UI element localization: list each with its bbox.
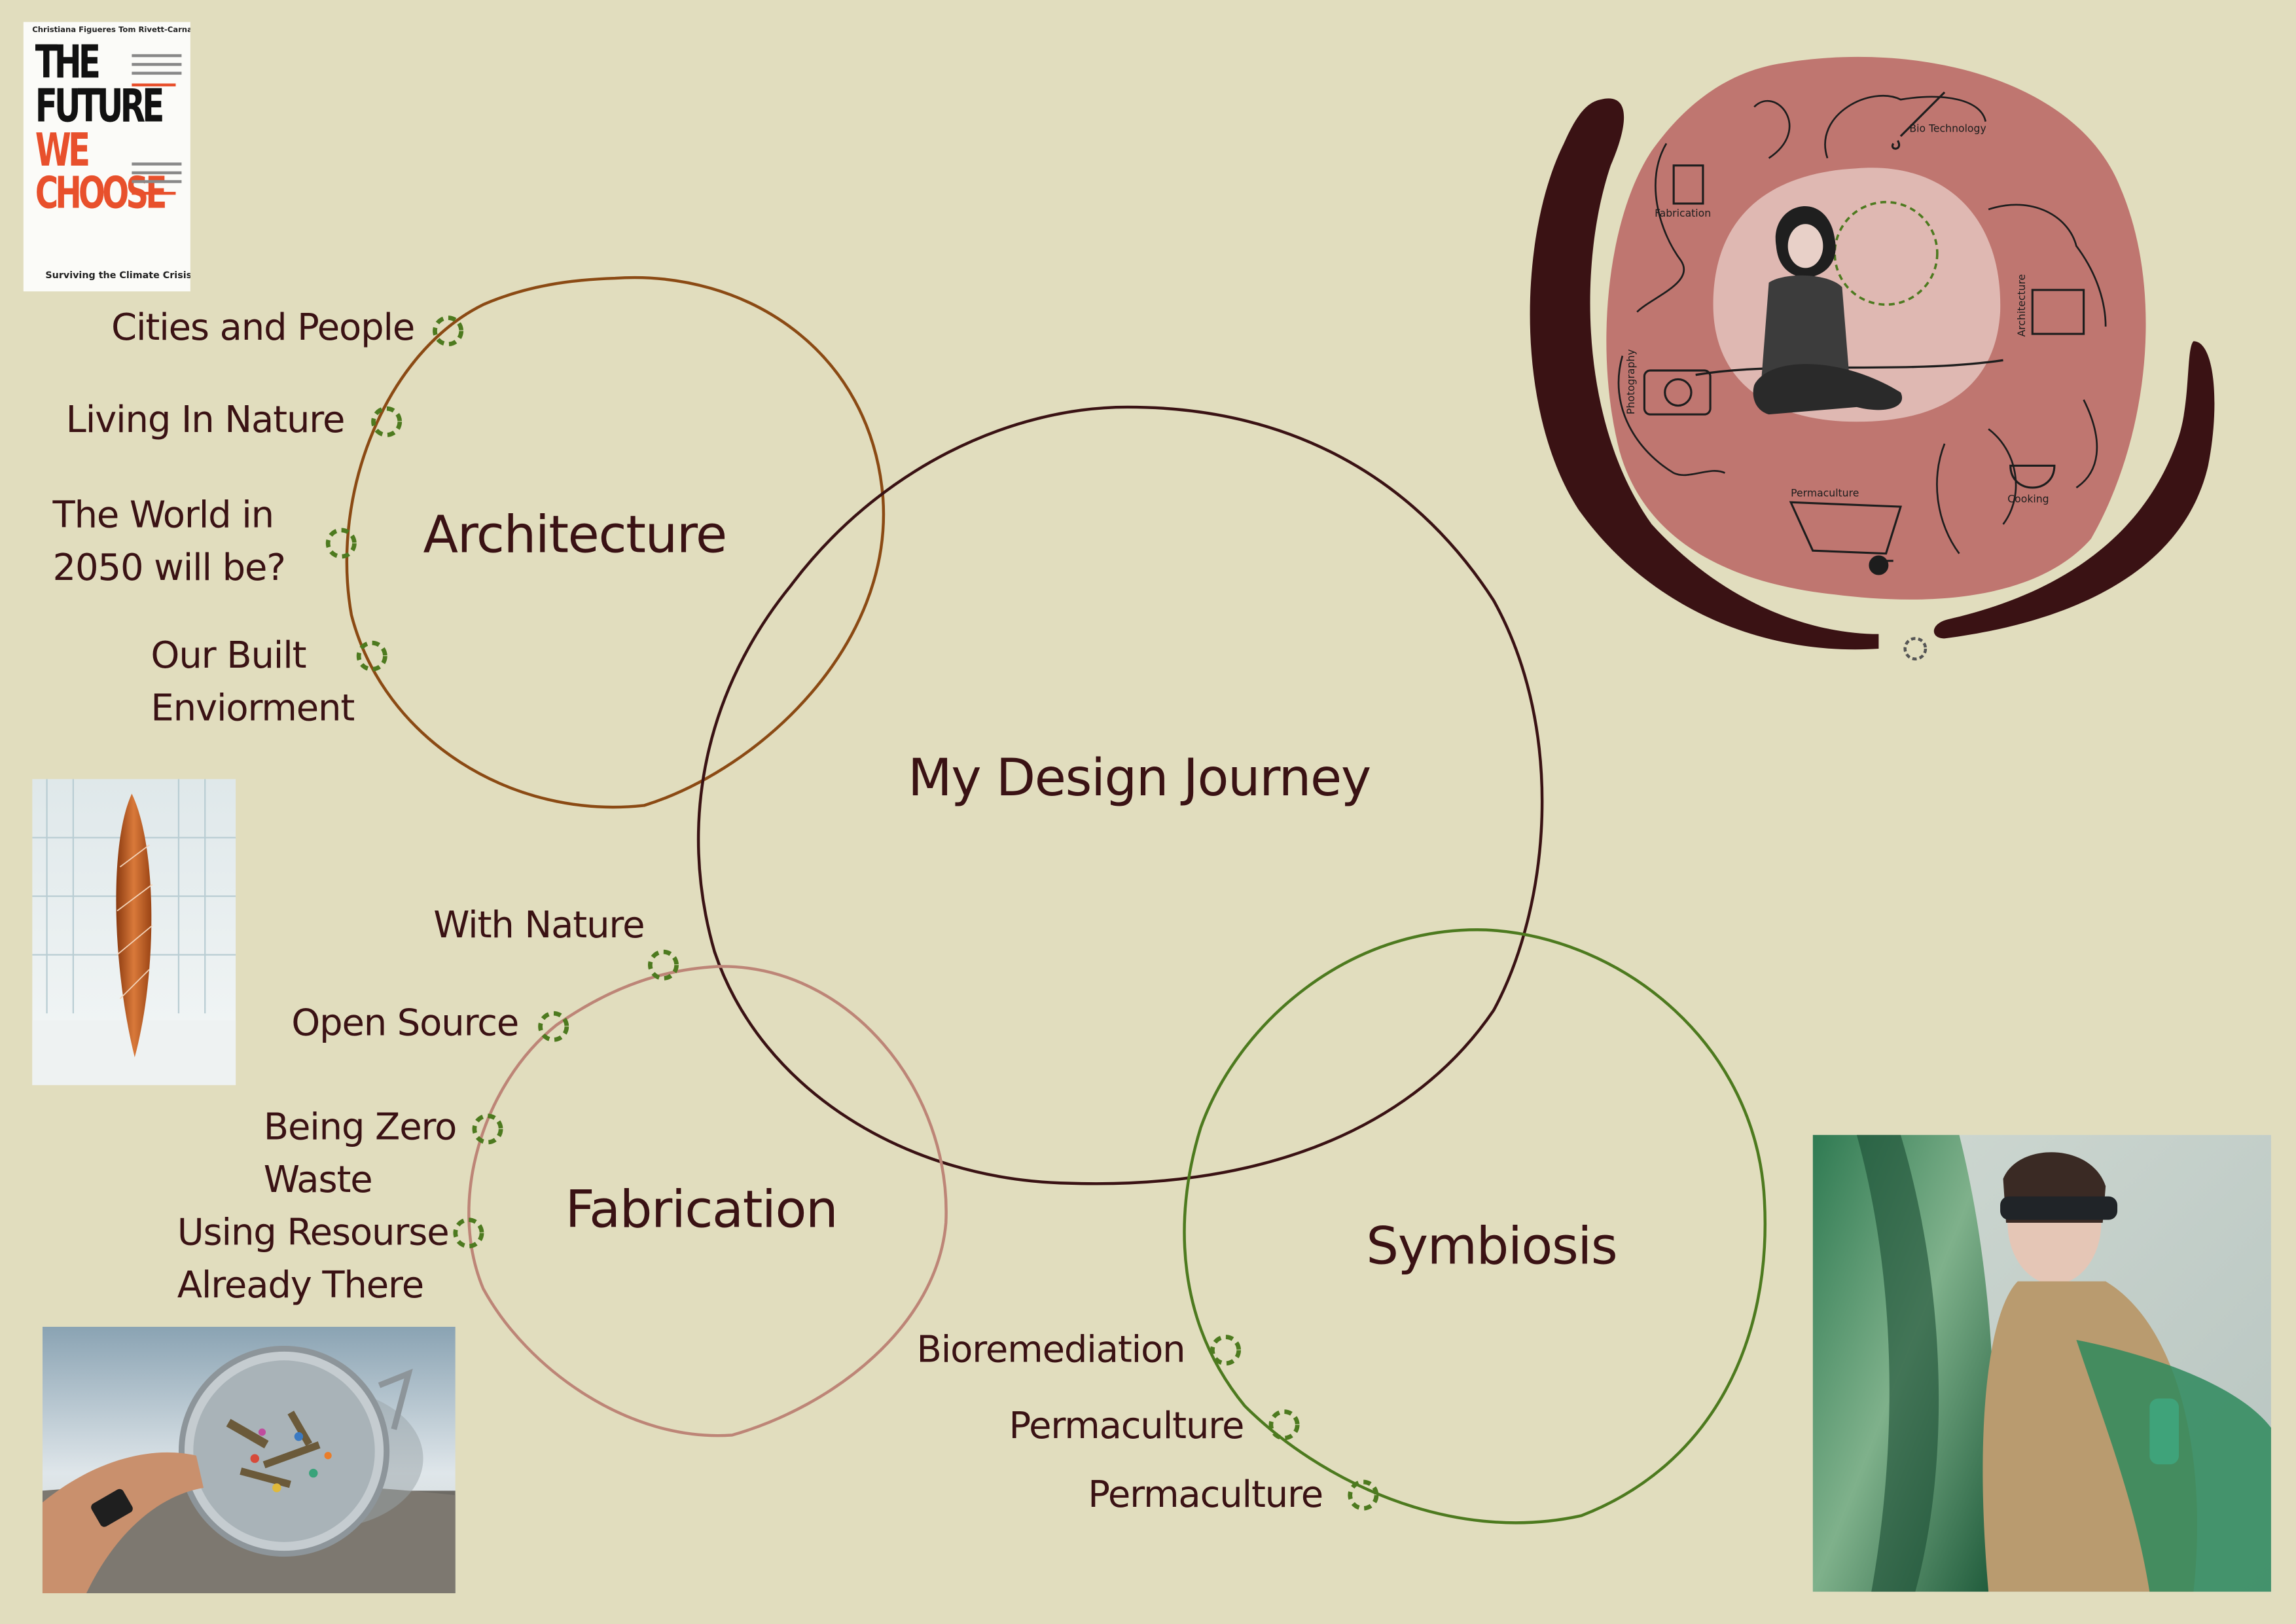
connector-node: [356, 640, 387, 672]
illus-label: Architecture: [2015, 274, 2028, 337]
connector-node: [1268, 1409, 1300, 1441]
connector-node: [538, 1011, 569, 1042]
book-cover-image: Christiana Figueres Tom Rivett-Carnac TH…: [23, 22, 190, 292]
illus-label: Bio Technology: [1909, 122, 1986, 134]
architecture-item-label: Living In Nature: [65, 398, 346, 441]
cooking-icon: [2009, 464, 2056, 489]
architecture-icon: [2031, 289, 2085, 335]
symbiosis-item-label: Permaculture: [1088, 1473, 1323, 1516]
fabrication-title: Fabrication: [565, 1182, 838, 1240]
symbiosis-circle: [1183, 928, 1767, 1525]
architecture-item-label: The World in 2050 will be?: [52, 493, 286, 589]
symbiosis-item-label: Bioremediation: [916, 1328, 1186, 1371]
left-swoosh: [1530, 98, 1879, 650]
architecture-title: Architecture: [423, 507, 728, 566]
green-fabric-fashion-photo: [1812, 1134, 2271, 1592]
architecture-item-label: Our Built Enviorment: [151, 634, 355, 730]
connector-nodes: [325, 316, 1379, 1511]
right-swoosh: [1933, 341, 2215, 639]
wooden-sculpture-photo: [32, 779, 236, 1085]
illus-label: Photography: [1624, 349, 1637, 414]
connector-node: [371, 406, 403, 437]
illus-label: Permaculture: [1791, 486, 1859, 499]
fabrication-icon: [1672, 164, 1704, 205]
fabrication-item-label: With Nature: [433, 903, 645, 947]
seated-person-icon: [1753, 206, 1903, 415]
fabrication-item-label: Open Source: [291, 1001, 519, 1045]
symbiosis-title: Symbiosis: [1366, 1218, 1617, 1277]
design-journey-illustration: Bio Technology Fabrication Architecture …: [1530, 56, 2215, 660]
fabrication-circle: [467, 965, 948, 1437]
book-title-line: THE: [35, 36, 101, 90]
connector-node: [1210, 1335, 1242, 1366]
center-title: My Design Journey: [908, 749, 1371, 808]
book-authors: Christiana Figueres Tom Rivett-Carnac: [32, 26, 190, 35]
architecture-circle: [345, 276, 886, 809]
my-design-journey-circle: [696, 405, 1544, 1185]
book-title-line: WE: [35, 124, 90, 177]
connector-node: [472, 1113, 503, 1145]
symbiosis-item-label: Permaculture: [1009, 1404, 1244, 1447]
book-subtitle: Surviving the Climate Crisis: [45, 269, 190, 281]
connector-node: [647, 949, 679, 981]
bio-technology-icon: [1891, 91, 1946, 150]
book-title-line: FUTURE: [35, 81, 165, 134]
illus-label: Fabrication: [1655, 207, 1711, 219]
connector-node: [453, 1218, 484, 1249]
illustration-connector-node: [1903, 637, 1928, 660]
illus-label: Cooking: [2007, 492, 2049, 505]
camera-icon: [1643, 369, 1712, 416]
connector-node: [1348, 1479, 1379, 1511]
microplastics-sieve-photo: [42, 1326, 456, 1594]
fabrication-item-label: Using Resourse Already There: [177, 1211, 450, 1307]
connector-node: [325, 528, 357, 559]
architecture-item-label: Cities and People: [111, 306, 415, 349]
fabrication-item-label: Being Zero Waste: [263, 1106, 457, 1201]
connector-node: [433, 316, 464, 347]
